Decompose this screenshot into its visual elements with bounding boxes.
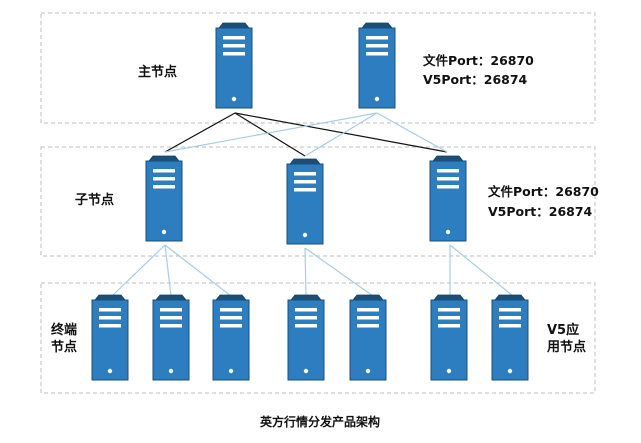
link-main1-sub1	[164, 112, 236, 153]
main-v5-port: V5Port：26874	[423, 72, 528, 87]
v5-tier-label-line2: 用节点	[546, 339, 586, 355]
sub-file-port: 文件Port：26870	[488, 184, 599, 199]
v5-server-1	[430, 294, 468, 381]
v5-tier-label-line1: V5应	[547, 322, 579, 338]
link-sub1-terminal2	[164, 244, 172, 297]
terminal-server-3	[212, 294, 250, 381]
sub-server-2	[286, 158, 324, 245]
terminal-tier-label-line2: 节点	[51, 339, 77, 355]
link-main1-sub3	[234, 112, 448, 153]
terminal-server-4	[287, 294, 325, 381]
terminal-server-2	[152, 294, 190, 381]
sub-server-3	[429, 155, 467, 242]
main-tier-label: 主节点	[138, 64, 177, 80]
v5-server-2	[491, 294, 529, 381]
sub-server-1	[145, 155, 183, 242]
main-to-sub-links	[164, 112, 448, 157]
sub-to-leaf-links	[111, 244, 514, 297]
link-sub1-terminal3	[164, 244, 232, 297]
main-server-2	[358, 22, 396, 109]
main-file-port: 文件Port：26870	[423, 53, 534, 68]
leaf-tier-box	[40, 282, 596, 394]
main-tier-box	[40, 12, 596, 124]
link-sub2-terminal5	[304, 247, 374, 297]
link-sub2-terminal4	[304, 247, 307, 297]
link-sub1-terminal1	[111, 244, 166, 297]
terminal-server-1	[91, 294, 129, 381]
sub-v5-port: V5Port：26874	[488, 204, 593, 219]
terminal-tier-label-line1: 终端	[51, 322, 77, 338]
link-main2-sub2	[304, 112, 378, 157]
link-main2-sub1	[164, 112, 378, 153]
main-server-1	[215, 22, 253, 109]
sub-tier-label: 子节点	[75, 192, 114, 208]
diagram-caption: 英方行情分发产品架构	[260, 414, 380, 429]
link-main2-sub3	[376, 112, 448, 153]
link-sub3-v5-2	[449, 244, 514, 297]
link-main1-sub2	[234, 112, 306, 157]
terminal-server-5	[349, 294, 387, 381]
sub-tier-box	[40, 146, 596, 257]
